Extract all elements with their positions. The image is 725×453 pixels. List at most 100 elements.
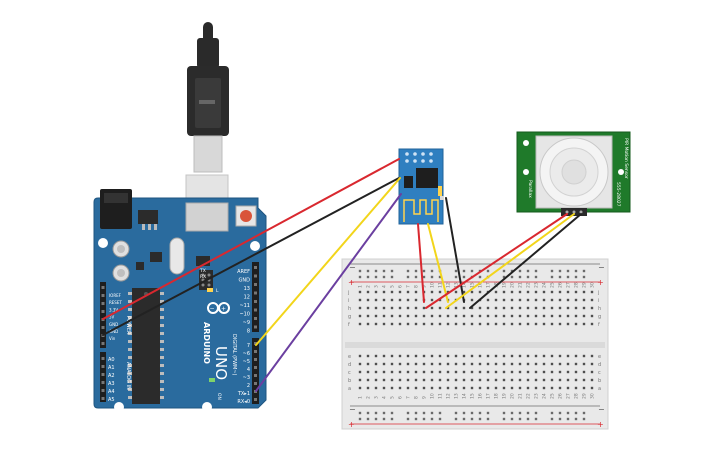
rail-hole[interactable] bbox=[390, 269, 394, 273]
wire-yellow-esp-to-breadboard[interactable] bbox=[427, 223, 449, 303]
breadboard-hole[interactable] bbox=[382, 386, 386, 390]
breadboard-hole[interactable] bbox=[494, 386, 498, 390]
breadboard-hole[interactable] bbox=[406, 290, 410, 294]
rail-hole[interactable] bbox=[414, 417, 418, 421]
wire-purple-esp-to-arduino-d0[interactable] bbox=[255, 193, 402, 392]
breadboard-hole[interactable] bbox=[582, 314, 586, 318]
breadboard-hole[interactable] bbox=[422, 314, 426, 318]
breadboard-hole[interactable] bbox=[414, 314, 418, 318]
breadboard-hole[interactable] bbox=[510, 354, 514, 358]
breadboard-hole[interactable] bbox=[582, 354, 586, 358]
rail-hole[interactable] bbox=[502, 269, 506, 273]
breadboard-hole[interactable] bbox=[366, 322, 370, 326]
rail-hole[interactable] bbox=[430, 269, 434, 273]
breadboard-hole[interactable] bbox=[374, 314, 378, 318]
rail-hole[interactable] bbox=[558, 275, 562, 279]
breadboard-hole[interactable] bbox=[462, 314, 466, 318]
breadboard-hole[interactable] bbox=[406, 354, 410, 358]
breadboard-hole[interactable] bbox=[550, 370, 554, 374]
rail-hole[interactable] bbox=[438, 411, 442, 415]
rail-hole[interactable] bbox=[558, 269, 562, 273]
breadboard-hole[interactable] bbox=[422, 306, 426, 310]
breadboard-hole[interactable] bbox=[558, 322, 562, 326]
header-pin[interactable] bbox=[101, 373, 105, 376]
rail-hole[interactable] bbox=[566, 275, 570, 279]
rail-hole[interactable] bbox=[454, 417, 458, 421]
breadboard-hole[interactable] bbox=[518, 362, 522, 366]
header-pin[interactable] bbox=[254, 350, 257, 353]
breadboard-hole[interactable] bbox=[462, 306, 466, 310]
breadboard-hole[interactable] bbox=[438, 306, 442, 310]
breadboard-hole[interactable] bbox=[438, 354, 442, 358]
breadboard-hole[interactable] bbox=[414, 322, 418, 326]
rail-hole[interactable] bbox=[582, 411, 586, 415]
rail-hole[interactable] bbox=[518, 411, 522, 415]
breadboard-hole[interactable] bbox=[542, 386, 546, 390]
breadboard-hole[interactable] bbox=[558, 298, 562, 302]
breadboard-hole[interactable] bbox=[374, 362, 378, 366]
breadboard-hole[interactable] bbox=[558, 370, 562, 374]
breadboard-hole[interactable] bbox=[550, 298, 554, 302]
breadboard-hole[interactable] bbox=[382, 314, 386, 318]
header-pin[interactable] bbox=[254, 274, 257, 278]
breadboard-hole[interactable] bbox=[374, 370, 378, 374]
breadboard-hole[interactable] bbox=[358, 314, 362, 318]
breadboard-hole[interactable] bbox=[510, 290, 514, 294]
rail-hole[interactable] bbox=[406, 275, 410, 279]
breadboard-hole[interactable] bbox=[582, 298, 586, 302]
breadboard-hole[interactable] bbox=[542, 362, 546, 366]
breadboard-hole[interactable] bbox=[494, 298, 498, 302]
breadboard-hole[interactable] bbox=[422, 322, 426, 326]
breadboard-hole[interactable] bbox=[398, 290, 402, 294]
breadboard-hole[interactable] bbox=[550, 386, 554, 390]
breadboard-hole[interactable] bbox=[502, 306, 506, 310]
header-pin[interactable] bbox=[101, 397, 105, 400]
rail-hole[interactable] bbox=[358, 411, 362, 415]
breadboard-hole[interactable] bbox=[494, 354, 498, 358]
breadboard-hole[interactable] bbox=[406, 362, 410, 366]
breadboard-hole[interactable] bbox=[398, 354, 402, 358]
breadboard-hole[interactable] bbox=[486, 298, 490, 302]
breadboard-hole[interactable] bbox=[470, 298, 474, 302]
breadboard-hole[interactable] bbox=[478, 322, 482, 326]
breadboard-hole[interactable] bbox=[526, 354, 530, 358]
breadboard-hole[interactable] bbox=[462, 386, 466, 390]
rail-hole[interactable] bbox=[358, 417, 362, 421]
rail-hole[interactable] bbox=[526, 269, 530, 273]
breadboard-hole[interactable] bbox=[582, 306, 586, 310]
breadboard-hole[interactable] bbox=[462, 290, 466, 294]
breadboard-hole[interactable] bbox=[366, 362, 370, 366]
breadboard-hole[interactable] bbox=[414, 370, 418, 374]
breadboard-hole[interactable] bbox=[590, 354, 594, 358]
breadboard-hole[interactable] bbox=[550, 290, 554, 294]
breadboard-hole[interactable] bbox=[422, 362, 426, 366]
breadboard-hole[interactable] bbox=[486, 354, 490, 358]
rail-hole[interactable] bbox=[502, 411, 506, 415]
breadboard-hole[interactable] bbox=[446, 306, 450, 310]
breadboard-hole[interactable] bbox=[574, 306, 578, 310]
rail-hole[interactable] bbox=[550, 275, 554, 279]
breadboard-hole[interactable] bbox=[382, 378, 386, 382]
breadboard-hole[interactable] bbox=[574, 298, 578, 302]
breadboard-hole[interactable] bbox=[502, 386, 506, 390]
breadboard-hole[interactable] bbox=[438, 378, 442, 382]
breadboard-hole[interactable] bbox=[398, 322, 402, 326]
wire-red-esp-to-arduino-3v3[interactable] bbox=[102, 158, 400, 320]
rail-hole[interactable] bbox=[406, 417, 410, 421]
wire-yellow-pir-to-breadboard[interactable] bbox=[445, 213, 575, 309]
header-pin[interactable] bbox=[254, 300, 257, 303]
breadboard-hole[interactable] bbox=[454, 322, 458, 326]
rail-hole[interactable] bbox=[422, 269, 426, 273]
breadboard-hole[interactable] bbox=[398, 314, 402, 318]
wire-yellow-esp-to-arduino-d7[interactable] bbox=[255, 177, 401, 346]
breadboard-hole[interactable] bbox=[574, 314, 578, 318]
rail-hole[interactable] bbox=[582, 269, 586, 273]
breadboard-hole[interactable] bbox=[494, 322, 498, 326]
rail-hole[interactable] bbox=[430, 275, 434, 279]
reset-button-cap[interactable] bbox=[240, 210, 252, 222]
breadboard-hole[interactable] bbox=[542, 378, 546, 382]
breadboard-hole[interactable] bbox=[462, 362, 466, 366]
breadboard-hole[interactable] bbox=[502, 378, 506, 382]
breadboard-hole[interactable] bbox=[566, 378, 570, 382]
breadboard-hole[interactable] bbox=[558, 386, 562, 390]
